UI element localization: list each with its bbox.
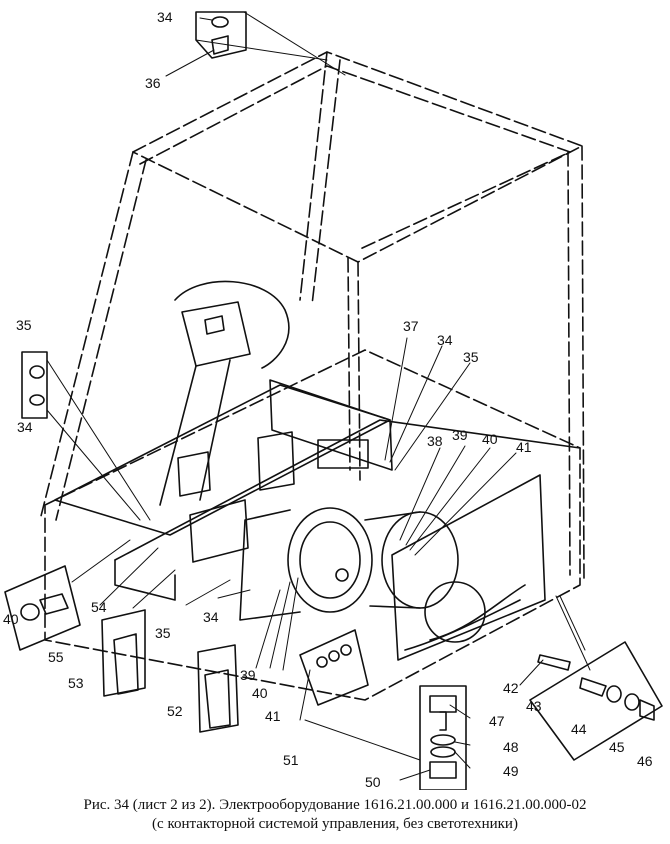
callout-40-top: 40 bbox=[482, 431, 498, 447]
callout-51: 51 bbox=[283, 752, 299, 768]
callout-38: 38 bbox=[427, 433, 443, 449]
callout-50: 50 bbox=[365, 774, 381, 790]
callout-41-top: 41 bbox=[516, 439, 532, 455]
figure-caption-line-1: Рис. 34 (лист 2 из 2). Электрооборудован… bbox=[83, 797, 587, 813]
terminal-block bbox=[299, 629, 369, 706]
callout-40-low: 40 bbox=[252, 685, 268, 701]
callout-43: 43 bbox=[526, 698, 542, 714]
control-panel bbox=[54, 379, 393, 563]
callout-35-mid: 35 bbox=[463, 349, 479, 365]
cabin-frame bbox=[39, 51, 585, 581]
callout-37: 37 bbox=[403, 318, 419, 334]
electric-motor bbox=[239, 507, 459, 621]
callout-35-left: 35 bbox=[16, 317, 32, 333]
callout-40-left: 40 bbox=[3, 611, 19, 627]
callout-42: 42 bbox=[503, 680, 519, 696]
callout-39-top: 39 bbox=[452, 427, 468, 443]
callout-46: 46 bbox=[637, 753, 653, 769]
figure-caption-line-2: (с контакторной системой управления, без… bbox=[152, 816, 518, 832]
callout-34-top: 34 bbox=[157, 9, 173, 25]
junction-board bbox=[391, 474, 546, 661]
callout-45: 45 bbox=[609, 739, 625, 755]
callout-47: 47 bbox=[489, 713, 505, 729]
callout-34-low: 34 bbox=[203, 609, 219, 625]
fasteners bbox=[20, 16, 655, 779]
steering-assembly bbox=[159, 280, 290, 506]
callout-44: 44 bbox=[571, 721, 587, 737]
callout-53: 53 bbox=[68, 675, 84, 691]
leader-lines bbox=[46, 11, 591, 781]
callout-41-low: 41 bbox=[265, 708, 281, 724]
callout-49: 49 bbox=[503, 763, 519, 779]
callout-55: 55 bbox=[48, 649, 64, 665]
callout-39-low: 39 bbox=[240, 667, 256, 683]
callout-48: 48 bbox=[503, 739, 519, 755]
exploded-assembly-diagram: 34 36 35 34 37 34 35 38 39 40 41 40 55 5… bbox=[3, 9, 663, 790]
callout-54: 54 bbox=[91, 599, 107, 615]
callout-35-low: 35 bbox=[155, 625, 171, 641]
base-box bbox=[44, 349, 581, 701]
callout-labels: 34 36 35 34 37 34 35 38 39 40 41 40 55 5… bbox=[3, 9, 653, 790]
detail-insets bbox=[4, 11, 663, 790]
callout-34-left: 34 bbox=[17, 419, 33, 435]
callout-34-mid: 34 bbox=[437, 332, 453, 348]
callout-36: 36 bbox=[145, 75, 161, 91]
callout-52: 52 bbox=[167, 703, 183, 719]
